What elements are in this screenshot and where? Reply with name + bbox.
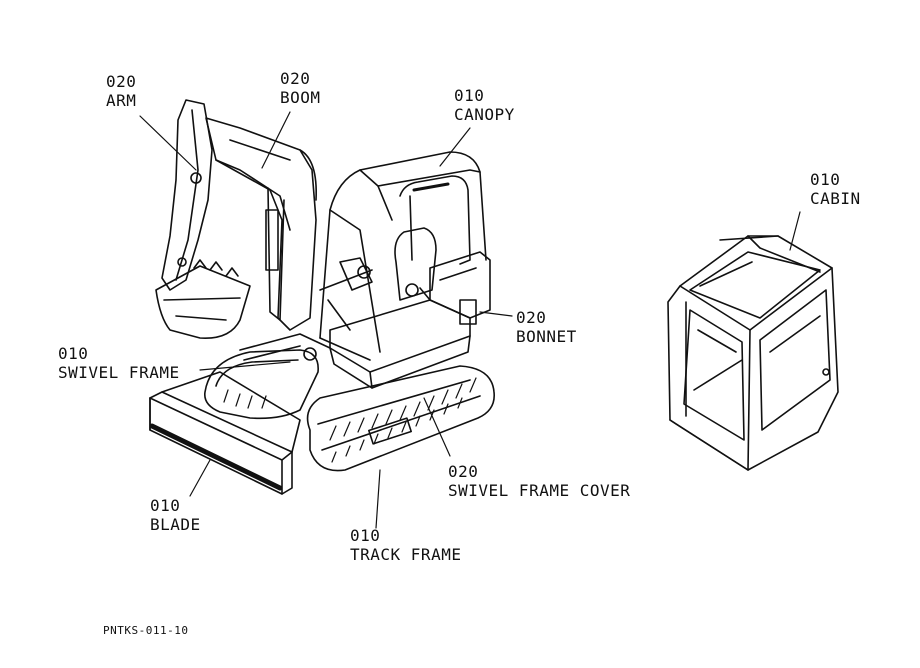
cabin-drawing (667, 235, 839, 471)
figure-reference: PNTKS-011-10 (103, 624, 189, 637)
label-boom-code: 020 (280, 69, 311, 88)
label-blade: 010 BLADE (150, 496, 201, 534)
label-swivel-frame-code: 010 (58, 344, 89, 363)
label-cabin-code: 010 (810, 170, 841, 189)
label-boom: 020 BOOM (280, 69, 321, 107)
canopy-drawing (319, 151, 487, 361)
label-track-frame: 010 TRACK FRAME (350, 526, 461, 564)
label-track-frame-code: 010 (350, 526, 381, 545)
track-frame-drawing (203, 349, 495, 472)
label-canopy-code: 010 (454, 86, 485, 105)
label-swivel-frame-name: SWIVEL FRAME (58, 363, 180, 382)
label-canopy: 010 CANOPY (454, 86, 515, 124)
label-arm: 020 ARM (106, 72, 136, 110)
label-boom-name: BOOM (280, 88, 321, 107)
leader-lines (139, 111, 801, 529)
label-blade-code: 010 (150, 496, 181, 515)
bucket-drawing (155, 259, 251, 339)
label-swivel-frame-cover: 020 SWIVEL FRAME COVER (448, 462, 630, 500)
label-canopy-name: CANOPY (454, 105, 515, 124)
label-swivel-frame: 010 SWIVEL FRAME (58, 344, 180, 382)
label-arm-name: ARM (106, 91, 137, 110)
label-swivel-frame-cover-code: 020 (448, 462, 479, 481)
boom-drawing (205, 117, 317, 331)
bonnet-drawing (419, 251, 491, 325)
label-track-frame-name: TRACK FRAME (350, 545, 462, 564)
blade-drawing (149, 371, 301, 495)
label-arm-code: 020 (106, 72, 137, 91)
body-drawing (239, 299, 471, 389)
label-cabin-name: CABIN (810, 189, 861, 208)
label-cabin: 010 CABIN (810, 170, 861, 208)
label-bonnet-code: 020 (516, 308, 547, 327)
label-bonnet: 020 BONNET (516, 308, 577, 346)
label-swivel-frame-cover-name: SWIVEL FRAME COVER (448, 481, 631, 500)
label-bonnet-name: BONNET (516, 327, 577, 346)
label-blade-name: BLADE (150, 515, 201, 534)
arm-drawing (161, 99, 213, 291)
